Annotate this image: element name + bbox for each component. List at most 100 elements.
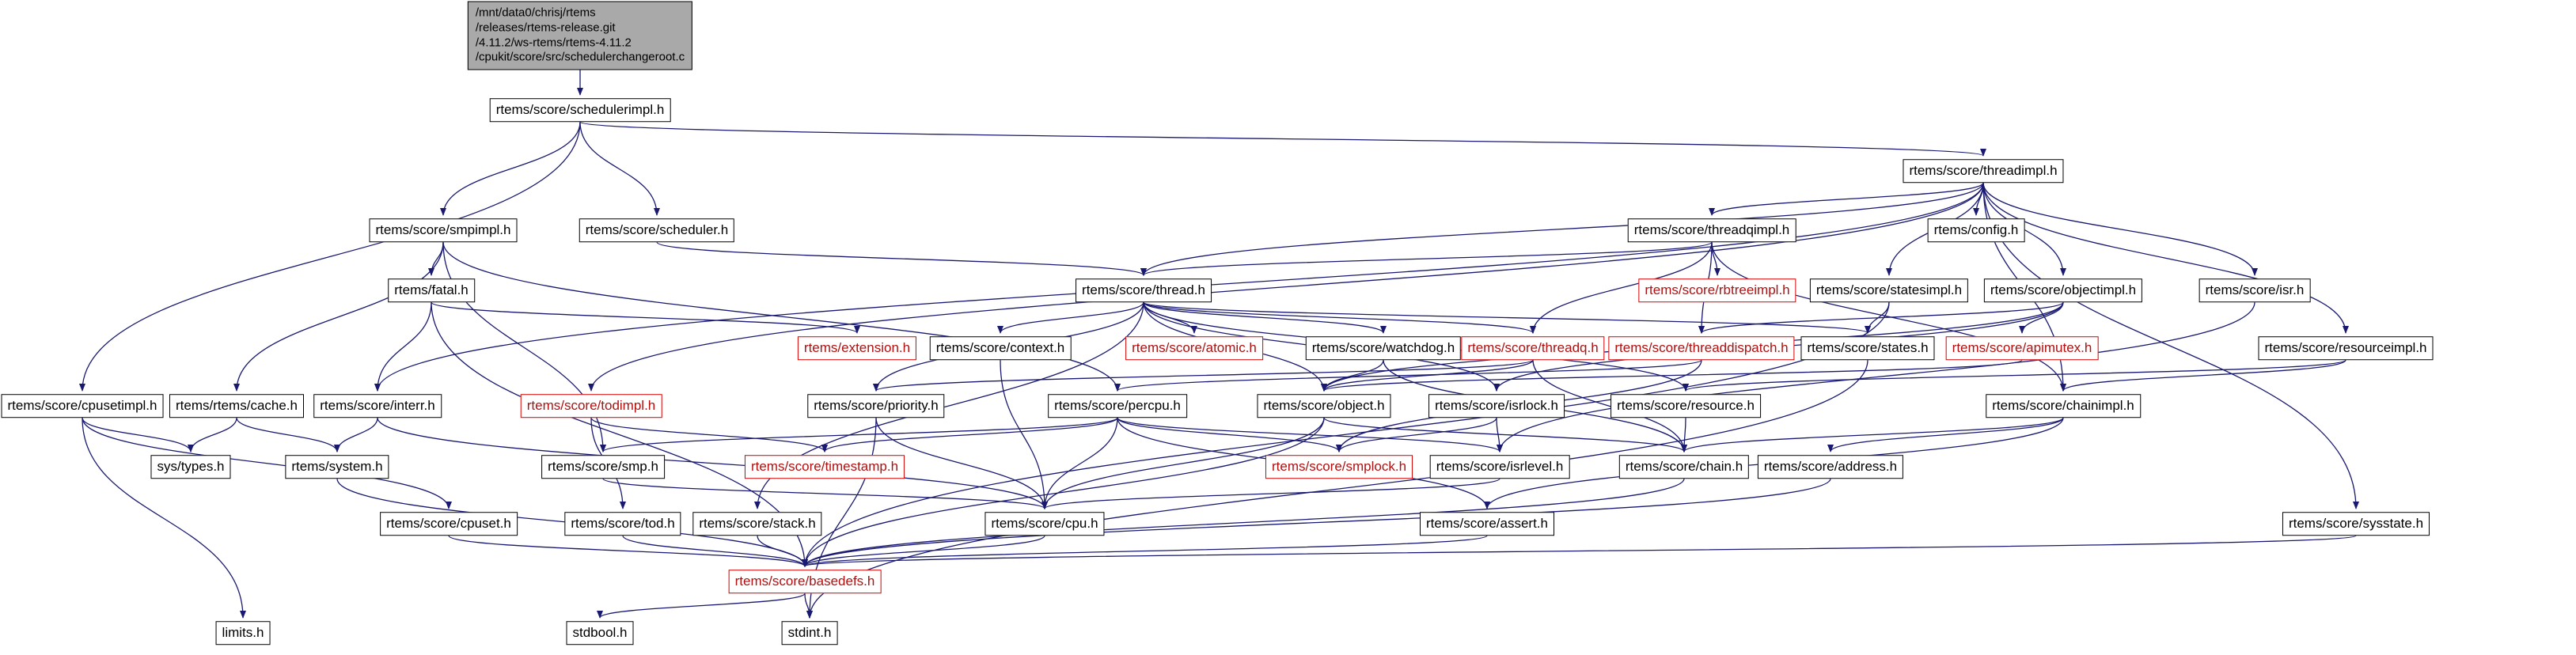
graph-node-tod[interactable]: rtems/score/tod.h — [564, 512, 681, 536]
graph-node-config[interactable]: rtems/config.h — [1927, 218, 2025, 242]
include-edge-smp-to-cpu — [602, 478, 1048, 509]
include-edge-isr-to-isrlevel — [1497, 301, 2255, 452]
include-edge-schedulerimpl-to-smpimpl — [440, 121, 581, 216]
include-edge-threadimpl-to-todimpl — [588, 182, 1984, 392]
graph-node-cache[interactable]: rtems/rtems/cache.h — [169, 394, 304, 418]
include-edge-thread-to-states — [1143, 301, 1871, 334]
include-edge-smpimpl-to-percpu — [442, 241, 1121, 392]
include-edge-todimpl-to-timestamp — [590, 417, 828, 452]
graph-node-threadqimpl[interactable]: rtems/score/threadqimpl.h — [1627, 218, 1796, 242]
graph-node-system[interactable]: rtems/system.h — [285, 455, 389, 479]
include-edge-percpu-to-smplock — [1117, 417, 1342, 452]
include-edge-threaddispatch-to-percpu — [1114, 359, 1702, 392]
include-edge-cpu-to-basedefs — [802, 535, 1045, 567]
include-edge-cpusetimpl-to-systypes — [82, 417, 194, 452]
graph-node-object[interactable]: rtems/score/object.h — [1257, 394, 1391, 418]
graph-node-todimpl[interactable]: rtems/score/todimpl.h — [520, 394, 662, 418]
include-edge-percpu-to-timestamp — [821, 417, 1118, 452]
graph-node-limits: limits.h — [215, 621, 271, 645]
graph-node-apimutex[interactable]: rtems/score/apimutex.h — [1945, 336, 2099, 360]
source-file-path-line: /mnt/data0/chrisj/rtems — [475, 6, 596, 20]
graph-node-chain[interactable]: rtems/score/chain.h — [1618, 455, 1750, 479]
graph-node-isrlock[interactable]: rtems/score/isrlock.h — [1428, 394, 1565, 418]
include-edge-percpu-to-cpu — [1041, 417, 1118, 509]
include-edge-scheduler-to-thread — [656, 241, 1147, 276]
include-edge-threadimpl-to-isr — [1982, 182, 2258, 276]
include-edge-threadimpl-to-thread — [1140, 182, 1984, 276]
graph-node-fatal[interactable]: rtems/fatal.h — [388, 278, 475, 302]
graph-node-stdint: stdint.h — [781, 621, 838, 645]
include-edge-interr-to-cpu — [377, 417, 1048, 509]
include-edge-fatal-to-extension — [431, 301, 860, 334]
include-edge-threadimpl-to-config — [1973, 182, 1984, 216]
graph-edges — [79, 68, 2359, 619]
include-edge-interr-to-system — [334, 417, 378, 452]
graph-node-smpimpl[interactable]: rtems/score/smpimpl.h — [369, 218, 518, 242]
graph-node-cpuset[interactable]: rtems/score/cpuset.h — [380, 512, 518, 536]
graph-node-stack[interactable]: rtems/score/stack.h — [692, 512, 822, 536]
graph-node-assert[interactable]: rtems/score/assert.h — [1420, 512, 1554, 536]
graph-node-isrlevel[interactable]: rtems/score/isrlevel.h — [1429, 455, 1570, 479]
include-edge-address-to-basedefs — [802, 478, 1831, 567]
include-edge-chainimpl-to-address — [1827, 417, 2064, 452]
graph-node-address[interactable]: rtems/score/address.h — [1757, 455, 1904, 479]
include-edge-threadq-to-priority — [873, 359, 1534, 392]
graph-node-threadq[interactable]: rtems/score/threadq.h — [1461, 336, 1605, 360]
include-edge-resourceimpl-to-resource — [1683, 359, 2346, 392]
graph-node-sysstate[interactable]: rtems/score/sysstate.h — [2282, 512, 2430, 536]
graph-node-basedefs[interactable]: rtems/score/basedefs.h — [728, 570, 882, 593]
graph-node-interr[interactable]: rtems/score/interr.h — [313, 394, 442, 418]
graph-node-chainimpl[interactable]: rtems/score/chainimpl.h — [1986, 394, 2141, 418]
graph-node-watchdog[interactable]: rtems/score/watchdog.h — [1305, 336, 1462, 360]
include-edge-threadimpl-to-resourceimpl — [1982, 182, 2349, 334]
graph-node-smp[interactable]: rtems/score/smp.h — [541, 455, 665, 479]
include-edge-schedulerimpl-to-scheduler — [579, 121, 660, 216]
graph-node-stdbool: stdbool.h — [566, 621, 634, 645]
include-edge-isrlevel-to-cpu — [1041, 478, 1500, 509]
include-edge-schedulerimpl-to-cpusetimpl — [79, 121, 581, 392]
include-edge-threadqimpl-to-threadq — [1530, 241, 1713, 334]
include-edge-threadq-to-chain — [1532, 359, 1687, 452]
include-edge-objectimpl-to-threaddispatch — [1698, 301, 2064, 334]
graph-node-atomic[interactable]: rtems/score/atomic.h — [1125, 336, 1263, 360]
graph-node-threaddispatch[interactable]: rtems/score/threaddispatch.h — [1608, 336, 1795, 360]
include-edge-chain-to-basedefs — [802, 478, 1685, 567]
include-edge-threadqimpl-to-thread — [1140, 241, 1713, 276]
include-edge-threadq-to-object — [1321, 359, 1534, 392]
graph-node-scheduler[interactable]: rtems/score/scheduler.h — [579, 218, 735, 242]
include-edge-object-to-cpu — [1041, 417, 1325, 509]
include-edge-percpu-to-smp — [600, 417, 1118, 452]
graph-node-resourceimpl[interactable]: rtems/score/resourceimpl.h — [2258, 336, 2434, 360]
include-edge-basedefs-to-stdint — [804, 593, 813, 619]
graph-node-thread[interactable]: rtems/score/thread.h — [1076, 278, 1212, 302]
graph-node-schedulerimpl[interactable]: rtems/score/schedulerimpl.h — [489, 98, 671, 122]
include-edge-threadqimpl-to-chainimpl — [1711, 241, 2066, 392]
graph-node-context[interactable]: rtems/score/context.h — [929, 336, 1072, 360]
graph-node-resource[interactable]: rtems/score/resource.h — [1610, 394, 1761, 418]
include-edge-schedulerimpl-to-threadimpl — [579, 121, 1986, 157]
source-file-path-line: /releases/rtems-release.git — [475, 21, 616, 35]
graph-node-percpu[interactable]: rtems/score/percpu.h — [1048, 394, 1187, 418]
graph-node-extension[interactable]: rtems/extension.h — [797, 336, 917, 360]
graph-node-states[interactable]: rtems/score/states.h — [1800, 336, 1935, 360]
include-edge-states-to-stdint — [806, 359, 1868, 619]
include-edge-cpusetimpl-to-cpuset — [82, 417, 452, 509]
graph-node-threadimpl[interactable]: rtems/score/threadimpl.h — [1903, 159, 2064, 183]
graph-node-statesimpl[interactable]: rtems/score/statesimpl.h — [1809, 278, 1969, 302]
include-edge-percpu-to-isrlevel — [1117, 417, 1503, 452]
graph-node-objectimpl[interactable]: rtems/score/objectimpl.h — [1983, 278, 2143, 302]
include-edge-thread-to-context — [997, 301, 1144, 334]
graph-node-priority[interactable]: rtems/score/priority.h — [807, 394, 945, 418]
graph-node-rbtreeimpl[interactable]: rtems/score/rbtreeimpl.h — [1638, 278, 1796, 302]
include-edge-sysstate-to-basedefs — [802, 535, 2357, 567]
graph-node-cpu[interactable]: rtems/score/cpu.h — [984, 512, 1105, 536]
include-edge-threadimpl-to-threadqimpl — [1709, 182, 1984, 216]
graph-node-smplock[interactable]: rtems/score/smplock.h — [1265, 455, 1413, 479]
include-edge-apimutex-to-object — [1321, 359, 2023, 392]
graph-node-isr[interactable]: rtems/score/isr.h — [2199, 278, 2311, 302]
graph-node-cpusetimpl[interactable]: rtems/score/cpusetimpl.h — [1, 394, 164, 418]
graph-node-timestamp[interactable]: rtems/score/timestamp.h — [744, 455, 905, 479]
include-edge-context-to-cpu — [1000, 359, 1048, 509]
